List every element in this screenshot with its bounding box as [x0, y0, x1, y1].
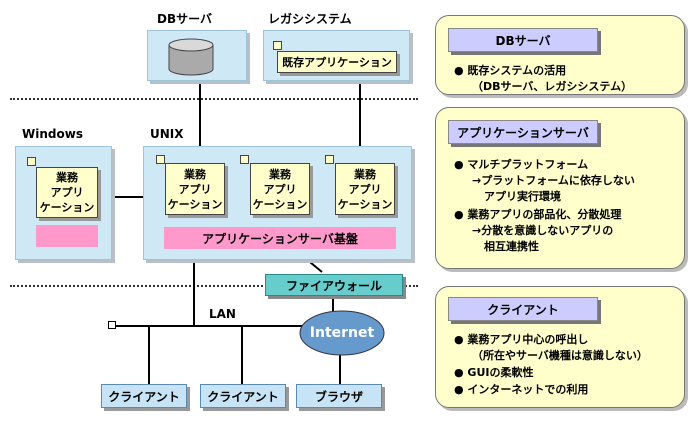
panel-line: ● マルチプラットフォーム: [454, 158, 589, 171]
panel-line: ● 業務アプリ中心の呼出し: [454, 333, 589, 346]
database-icon: [168, 38, 214, 76]
connector-line: [359, 78, 361, 158]
windows-app-box: 業務 アプリ ケーション: [36, 167, 98, 218]
unix-box: 業務 アプリ ケーション 業務 アプリ ケーション 業務 アプリ ケーション ア…: [143, 146, 412, 260]
panel-line: ● インターネットでの利用: [454, 383, 589, 396]
panel-title: クライアント: [448, 297, 598, 321]
firewall-box: ファイアウォール: [265, 274, 403, 296]
windows-box: 業務 アプリ ケーション: [15, 146, 112, 260]
legacy-app-box: 既存アプリケーション: [277, 51, 397, 73]
db-server-label: DBサーバ: [157, 12, 212, 26]
client-box: クライアント: [200, 384, 286, 408]
app-server-panel: アプリケーションサーバ ● マルチプラットフォーム →プラットフォームに依存しな…: [435, 107, 685, 269]
browser-box: ブラウザ: [296, 384, 382, 408]
legacy-system-box: 既存アプリケーション: [263, 30, 410, 81]
panel-line: アプリ実行環境: [484, 190, 561, 203]
unix-app-box: 業務 アプリ ケーション: [335, 163, 395, 215]
windows-platform-bar: [36, 225, 98, 247]
db-server-panel: DBサーバ ● 既存システムの活用 （DBサーバ、レガシシステム）: [435, 15, 685, 95]
lan-label: LAN: [209, 307, 236, 321]
window-marker: [27, 157, 36, 166]
panel-line: 相互連携性: [484, 240, 539, 253]
panel-line: →分散を意識しないアプリの: [472, 224, 614, 237]
window-marker: [156, 155, 165, 164]
tier-separator: [10, 285, 418, 287]
connector-line: [241, 326, 243, 384]
client-panel: クライアント ● 業務アプリ中心の呼出し （所在やサーバ機種は意識しない） ● …: [435, 286, 685, 408]
window-marker: [240, 155, 249, 164]
db-server-box: [147, 30, 247, 81]
internet-cloud-icon: [299, 310, 385, 356]
window-marker: [273, 41, 282, 50]
legacy-system-label: レガシシステム: [268, 12, 352, 26]
panel-line: ● 既存システムの活用: [454, 64, 567, 77]
panel-title: アプリケーションサーバ: [448, 120, 598, 144]
windows-label: Windows: [22, 127, 83, 141]
connector-line: [193, 260, 195, 325]
lan-bus-line: [114, 325, 320, 327]
connector-line: [112, 196, 150, 198]
panel-line: →プラットフォームに依存しない: [472, 174, 635, 187]
panel-line: ● 業務アプリの部品化、分散処理: [454, 208, 622, 221]
window-marker: [325, 155, 334, 164]
connector-line: [199, 78, 201, 158]
unix-app-box: 業務 アプリ ケーション: [165, 163, 225, 215]
app-server-platform: アプリケーションサーバ基盤: [164, 227, 396, 249]
panel-title: DBサーバ: [448, 28, 598, 52]
unix-label: UNIX: [150, 127, 184, 141]
panel-line: （DBサーバ、レガシシステム）: [472, 80, 633, 93]
client-box: クライアント: [101, 384, 187, 408]
panel-line: ● GUIの柔軟性: [454, 366, 534, 379]
tier-separator: [10, 98, 418, 100]
lan-port: [108, 321, 116, 329]
internet-label: Internet: [309, 325, 375, 341]
connector-line: [148, 326, 150, 384]
unix-app-box: 業務 アプリ ケーション: [250, 163, 310, 215]
panel-line: （所在やサーバ機種は意識しない）: [472, 349, 648, 362]
